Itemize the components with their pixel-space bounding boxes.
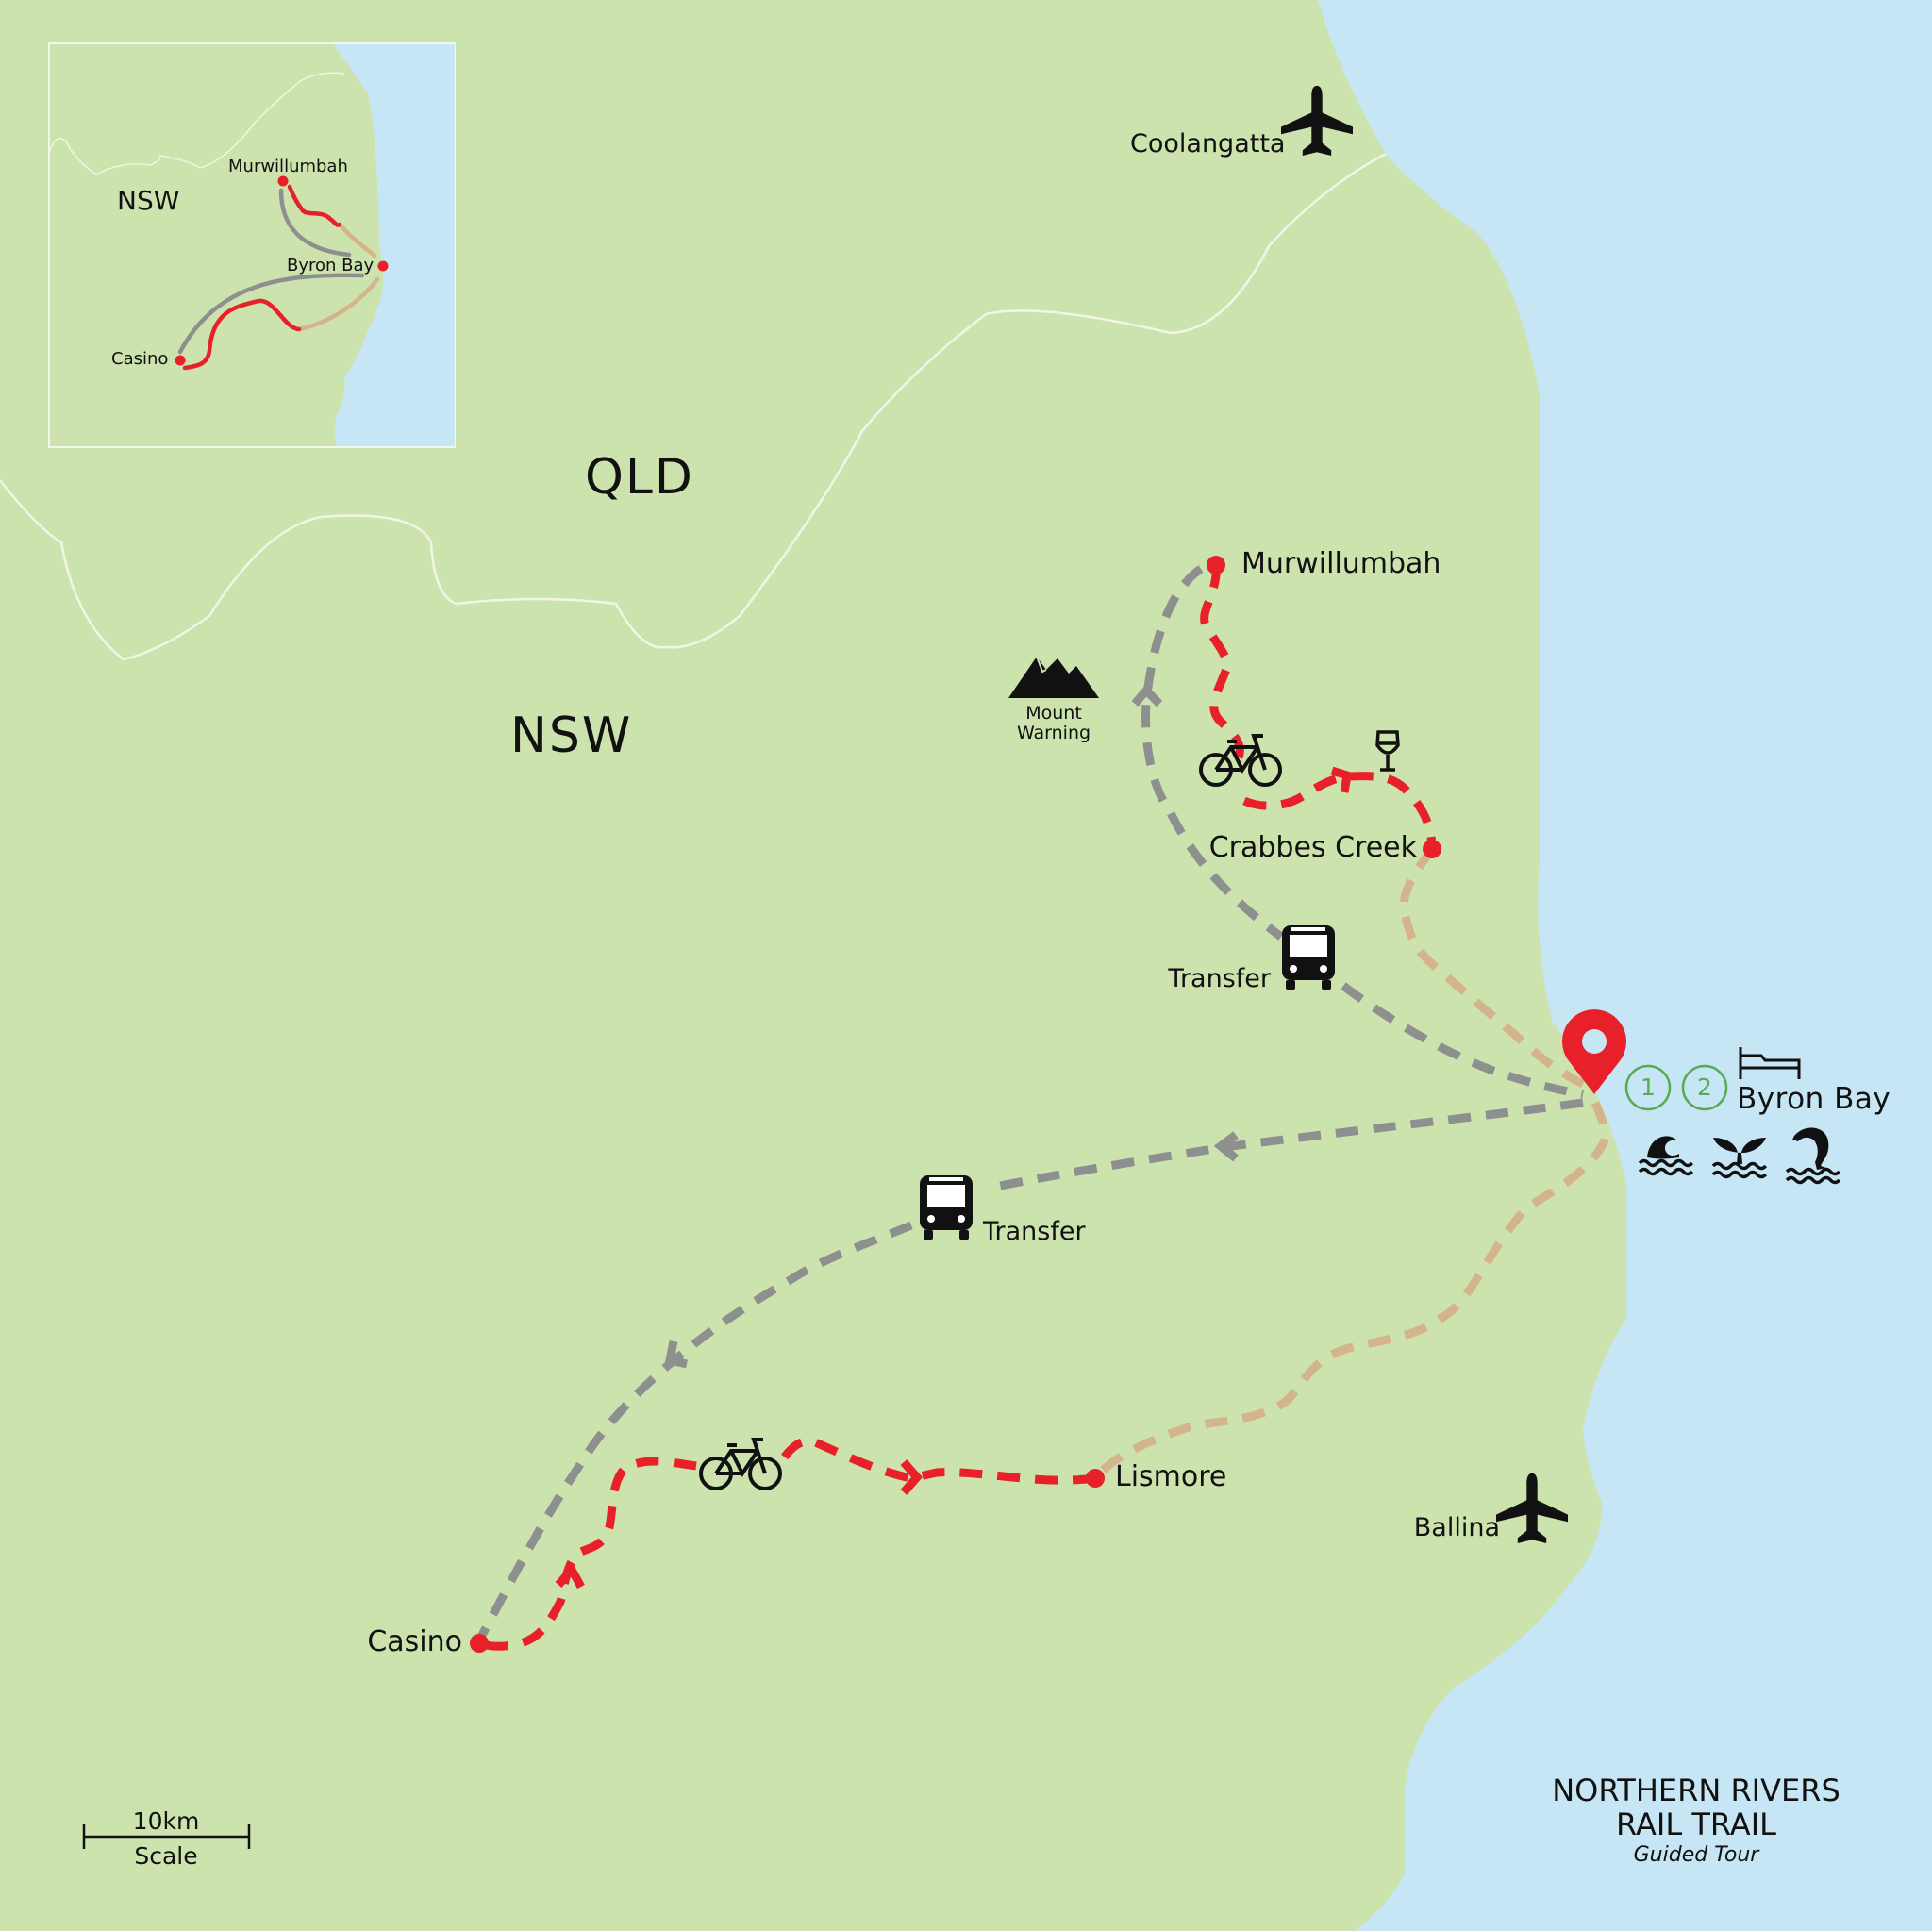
wine-glass-icon — [1375, 730, 1400, 772]
region-label-qld: QLD — [585, 449, 694, 506]
inset-map — [48, 42, 456, 448]
bus-icon — [1282, 925, 1335, 990]
direction-chevron — [900, 1459, 923, 1495]
place-label-ballina[interactable]: Ballina — [1413, 1513, 1500, 1542]
day-badge-1-label: 1 — [1641, 1074, 1656, 1101]
bus-icon — [920, 1175, 973, 1240]
airplane-icon — [1281, 85, 1353, 156]
route-transfer-south — [476, 1098, 1584, 1641]
inset-region-label: NSW — [117, 185, 180, 216]
day-badge-1 — [1624, 1064, 1672, 1111]
place-label-lismore[interactable]: Lismore — [1115, 1460, 1227, 1493]
state-border — [0, 152, 1387, 661]
inset-casino-dot — [175, 355, 186, 366]
lismore-dot[interactable] — [1086, 1469, 1105, 1488]
place-label-crabbes-creek[interactable]: Crabbes Creek — [1208, 831, 1417, 864]
route-optional-north — [1399, 846, 1585, 1089]
mount-warning-line2: Warning — [1016, 723, 1091, 743]
place-label-transfer-north: Transfer — [1168, 964, 1271, 993]
dolphin-icon — [1785, 1127, 1841, 1185]
route-transfer-north — [1141, 565, 1584, 1099]
route-cycle-north — [1200, 564, 1437, 850]
map-title: NORTHERN RIVERS RAIL TRAIL Guided Tour — [1507, 1773, 1885, 1870]
casino-dot[interactable] — [470, 1634, 489, 1653]
direction-chevron — [1213, 1131, 1239, 1162]
mountain-icon — [1008, 656, 1099, 698]
scale-label: Scale — [134, 1842, 198, 1870]
place-label-casino[interactable]: Casino — [367, 1625, 462, 1658]
scale-bar — [82, 1824, 251, 1849]
title-line2: RAIL TRAIL — [1616, 1806, 1776, 1842]
inset-label-byron-bay: Byron Bay — [287, 256, 375, 275]
place-label-coolangatta[interactable]: Coolangatta — [1130, 129, 1286, 158]
place-label-mount-warning: Mount Warning — [1007, 704, 1101, 743]
inset-label-murwillumbah: Murwillumbah — [228, 157, 348, 176]
murwillumbah-dot[interactable] — [1207, 556, 1225, 574]
ocean — [1318, 0, 1932, 1931]
scale-distance: 10km — [132, 1807, 200, 1835]
day-badges — [1624, 1064, 1728, 1111]
route-cycle-south — [477, 1437, 1096, 1651]
whale-tail-icon — [1711, 1138, 1768, 1179]
place-label-transfer-south: Transfer — [983, 1217, 1086, 1246]
day-badge-2-label: 2 — [1697, 1074, 1712, 1101]
title-line1: NORTHERN RIVERS — [1552, 1773, 1840, 1808]
inset-murwillumbah-dot — [277, 175, 289, 187]
surf-wave-icon — [1638, 1136, 1694, 1176]
mount-warning-line1: Mount — [1025, 703, 1082, 724]
direction-chevron — [1330, 766, 1353, 793]
day-badge-2 — [1681, 1064, 1728, 1111]
map-pin-icon[interactable] — [1562, 1009, 1626, 1094]
region-label-nsw: NSW — [510, 707, 633, 764]
inset-label-casino: Casino — [111, 349, 169, 369]
direction-chevron — [555, 1562, 585, 1590]
bicycle-icon — [699, 1438, 782, 1490]
route-optional-south — [1091, 1101, 1609, 1482]
direction-chevron — [664, 1340, 688, 1369]
place-label-murwillumbah[interactable]: Murwillumbah — [1241, 547, 1441, 580]
title-subtitle: Guided Tour — [1633, 1843, 1759, 1867]
place-label-byron-bay[interactable]: Byron Bay — [1737, 1082, 1891, 1116]
bed-icon — [1739, 1047, 1801, 1079]
crabbes-creek-dot[interactable] — [1423, 840, 1441, 858]
inset-byron-bay-dot — [377, 260, 389, 272]
airplane-icon — [1496, 1473, 1568, 1543]
direction-chevron — [1131, 684, 1163, 707]
